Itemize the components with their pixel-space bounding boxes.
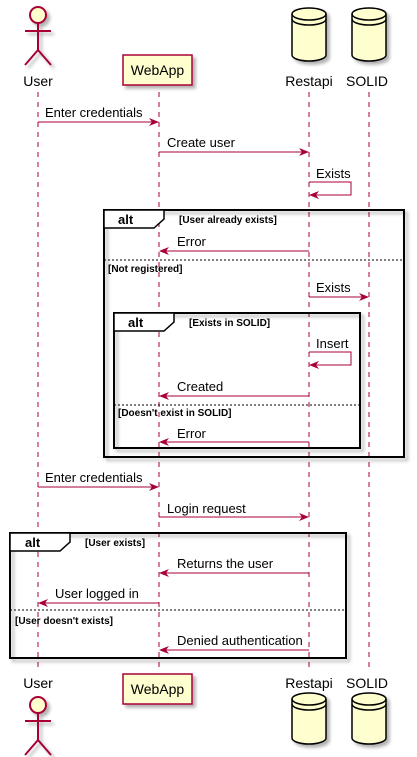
solid-database-icon [351,7,387,62]
returns-user-label: Returns the user [177,556,274,571]
login-request-label: Login request [167,501,246,516]
solid-participant-label-bottom: SOLID [346,675,388,691]
messages [38,118,369,654]
alt2-guard-2: [Doesn't exist in SOLID] [118,408,232,419]
alt3-guard-2: [User doesn't exists] [15,616,113,627]
alt1-keyword: alt [118,212,134,227]
solid-database-icon-bottom [351,692,387,745]
error-2-label: Error [177,426,207,441]
message-labels: Enter credentials Create user Exists Err… [45,105,351,648]
webapp-participant-box-bottom [122,673,193,705]
alt1-guard-2: [Not registered] [108,264,182,275]
exists-1-self-arrow [309,181,352,199]
webapp-participant-box [122,54,193,86]
user-participant-label: User [23,73,53,89]
denied-authentication-label: Denied authentication [177,633,303,648]
restapi-participant-label-bottom: Restapi [285,675,332,691]
alt3-guard-1: [User exists] [85,538,145,549]
user-logged-in-label: User logged in [55,586,139,601]
enter-credentials-2-label: Enter credentials [45,470,143,485]
create-user-label: Create user [167,135,236,150]
restapi-participant-label: Restapi [285,73,332,89]
participants-bottom: User WebApp Restapi SOLID [23,673,388,756]
alt2-guard-1: [Exists in SOLID] [189,318,270,329]
enter-credentials-1-label: Enter credentials [45,105,143,120]
alt-fragment-solid-check: alt [Exists in SOLID] [Doesn't exist in … [113,312,361,449]
webapp-participant-label-bottom: WebApp [131,681,185,697]
alt1-guard-1: [User already exists] [179,215,277,226]
user-actor-icon-bottom [24,696,52,756]
created-label: Created [177,379,223,394]
insert-self-arrow [309,351,352,369]
solid-participant-label: SOLID [346,73,388,89]
exists-1-label: Exists [316,166,351,181]
alt-fragment-login: alt [User exists] [User doesn't exists] [9,532,347,659]
restapi-database-icon-bottom [291,692,327,745]
alt-fragment-registration: alt [User already exists] [Not registere… [103,209,405,458]
restapi-database-icon [291,7,327,62]
participants-top: User WebApp Restapi SOLID [23,6,388,89]
user-participant-label-bottom: User [23,675,53,691]
webapp-participant-label: WebApp [131,62,185,78]
insert-label: Insert [316,336,349,351]
error-1-label: Error [177,234,207,249]
alt3-keyword: alt [25,535,41,550]
user-actor-icon [24,6,52,66]
exists-2-label: Exists [316,280,351,295]
alt2-keyword: alt [128,315,144,330]
